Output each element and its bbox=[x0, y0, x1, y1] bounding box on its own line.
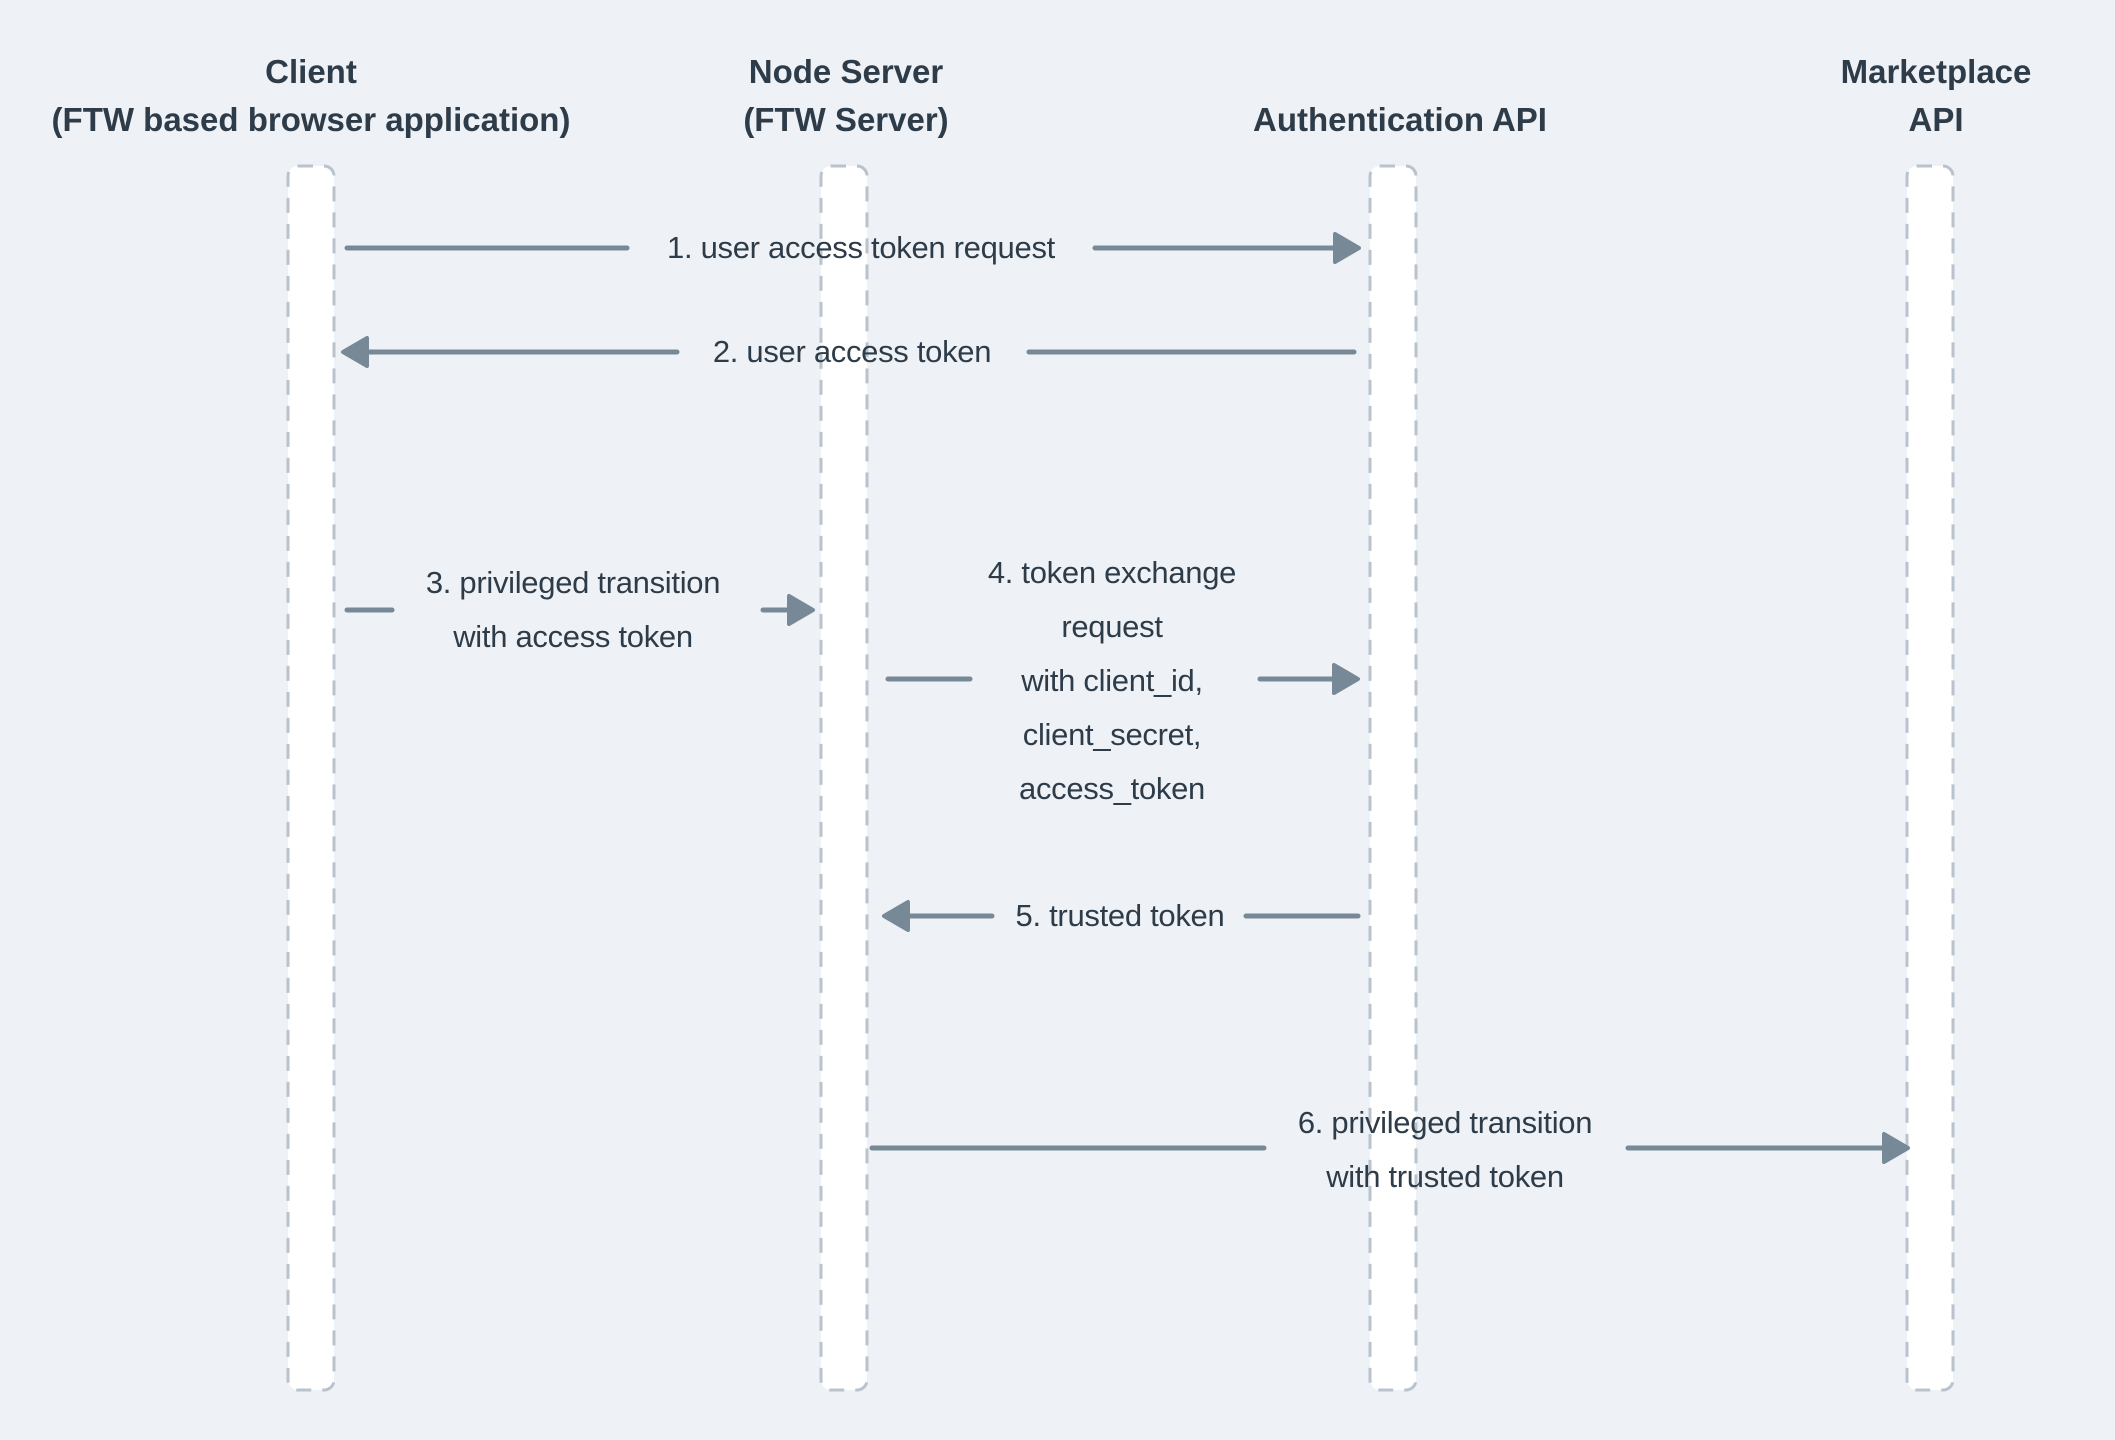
arrow-right-icon bbox=[1882, 1132, 1910, 1164]
arrow-right-icon bbox=[787, 594, 815, 626]
arrow-left-icon bbox=[341, 336, 369, 368]
participant-header-client: Client (FTW based browser application) bbox=[52, 44, 571, 144]
participant-header-authentication-api: Authentication API bbox=[1253, 44, 1547, 144]
participant-label: Authentication API bbox=[1253, 101, 1547, 138]
participant-header-node-server: Node Server (FTW Server) bbox=[743, 44, 948, 144]
participant-label: Node Server (FTW Server) bbox=[743, 53, 949, 138]
message-3-arrow bbox=[344, 594, 815, 626]
message-4-arrow bbox=[885, 663, 1360, 695]
message-2-arrow bbox=[341, 336, 1357, 368]
participant-label: Marketplace API bbox=[1840, 53, 2032, 138]
message-6-arrow bbox=[869, 1132, 1910, 1164]
participant-label: Client (FTW based browser application) bbox=[51, 53, 571, 138]
lifeline-node-server bbox=[819, 164, 869, 1392]
participant-header-marketplace-api: Marketplace API bbox=[1841, 44, 2032, 144]
message-label-1: 1. user access token request bbox=[667, 230, 1055, 265]
lifeline-marketplace-api bbox=[1905, 164, 1955, 1392]
message-5-arrow bbox=[882, 900, 1361, 932]
arrow-right-icon bbox=[1332, 663, 1360, 695]
message-1-arrow bbox=[344, 232, 1361, 264]
arrow-left-icon bbox=[882, 900, 910, 932]
message-label-6: 6. privileged transition with trusted to… bbox=[1297, 1105, 1593, 1194]
message-label-4: 4. token exchange request with client_id… bbox=[987, 555, 1237, 806]
lifeline-client bbox=[286, 164, 336, 1392]
message-label-2: 2. user access token bbox=[712, 334, 992, 369]
lifelines bbox=[286, 164, 1955, 1392]
lifeline-authentication-api bbox=[1368, 164, 1418, 1392]
message-label-5: 5. trusted token bbox=[1015, 898, 1225, 933]
message-label-3: 3. privileged transition with access tok… bbox=[425, 565, 721, 654]
arrow-right-icon bbox=[1333, 232, 1361, 264]
